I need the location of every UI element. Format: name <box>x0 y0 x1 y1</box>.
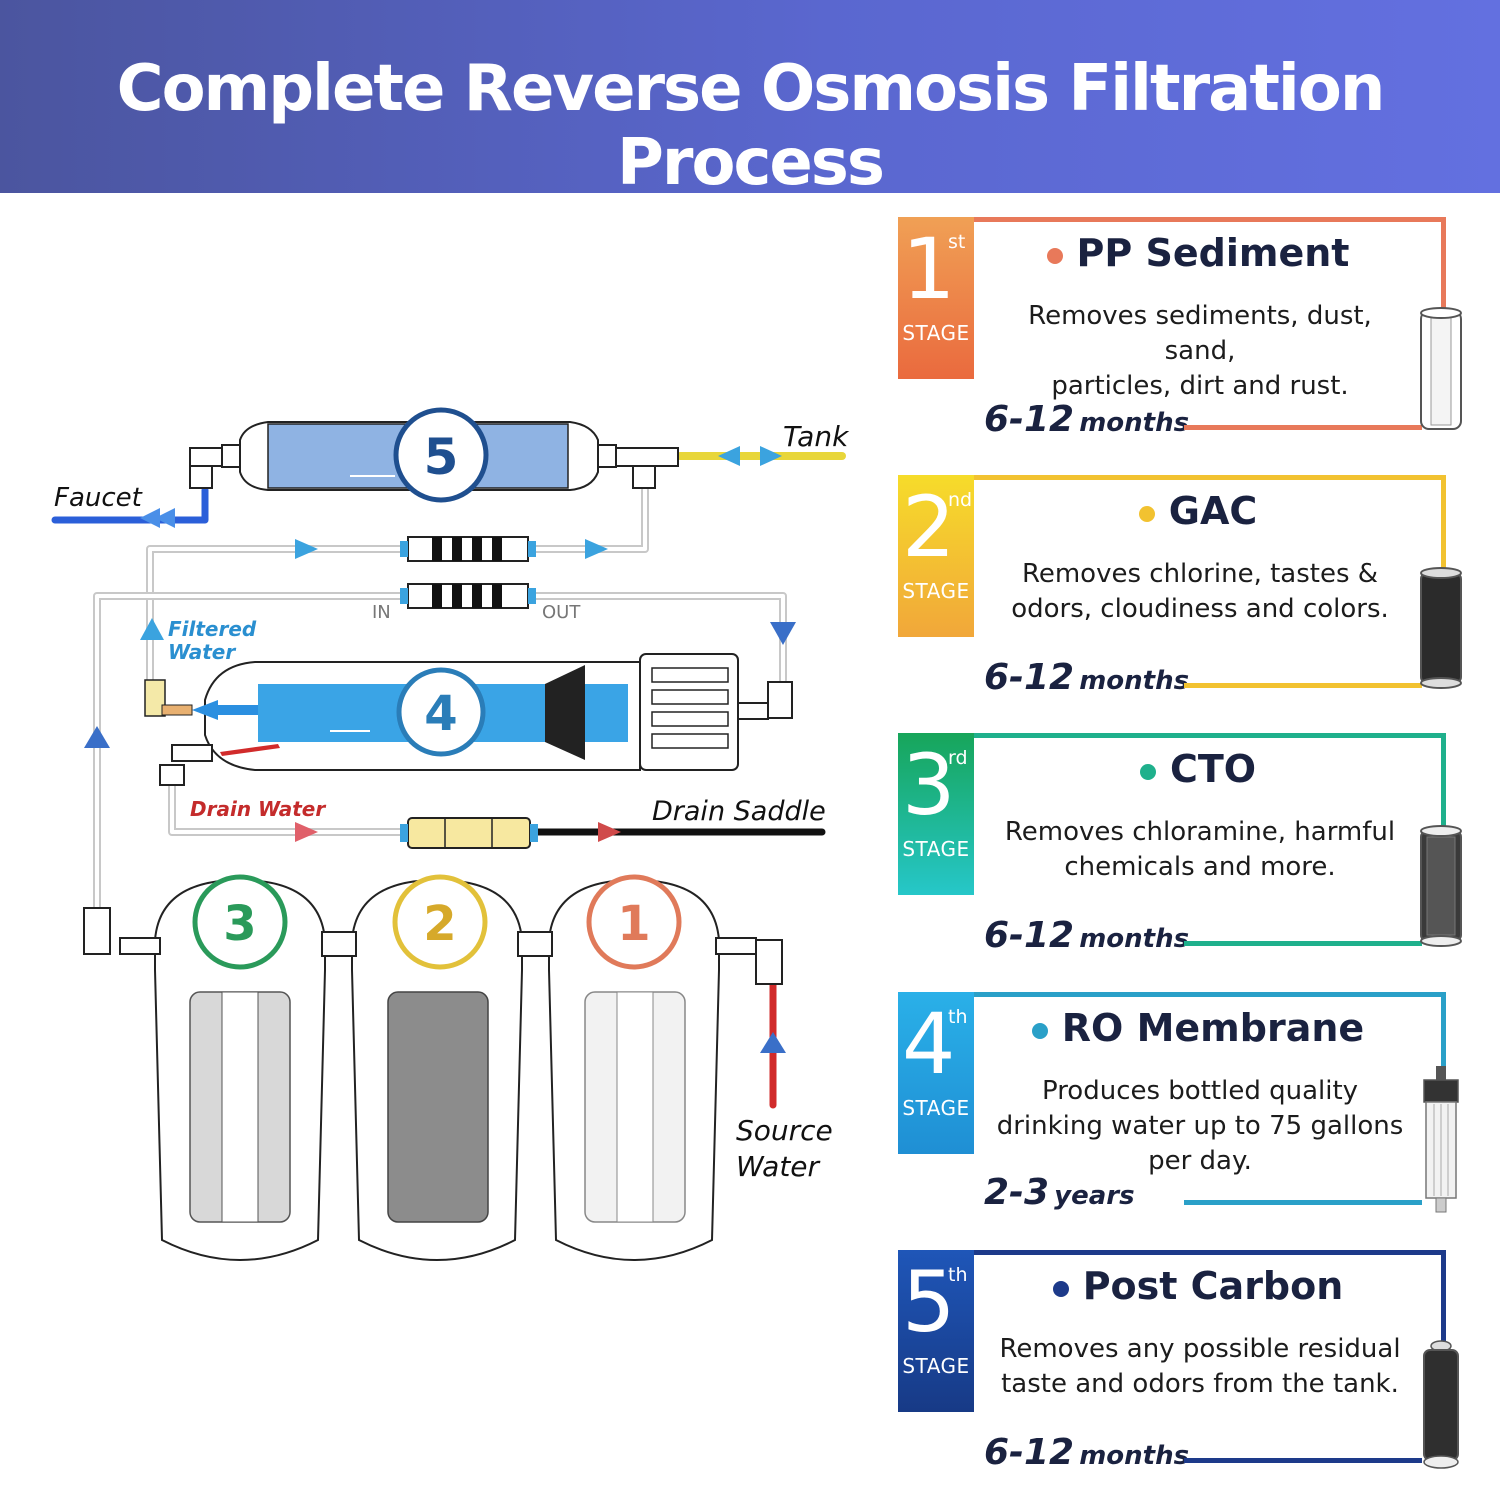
stage-2-badge-number: 2 <box>902 478 956 576</box>
bullet-dot-icon <box>1139 763 1156 780</box>
stage-3-badge-suffix: rd <box>948 747 968 769</box>
stage-4-title: RO Membrane <box>978 1006 1418 1050</box>
stage-5-underline <box>1184 1458 1422 1463</box>
in-label: IN <box>372 602 391 623</box>
stage-4-badge-suffix: th <box>948 1006 968 1028</box>
canister-1 <box>548 878 720 1261</box>
canister-connectors <box>83 907 783 985</box>
ro-membrane-cartridge-icon <box>1423 1066 1459 1213</box>
flow-restrictor <box>400 536 536 609</box>
stage-4-lifespan: 2-3 years <box>984 1172 1135 1213</box>
stage-4-circle: 4 <box>396 667 486 757</box>
stage-card-3: 3 rd STAGE CTO Removes chloramine, harmf… <box>898 733 1462 963</box>
stage-card-4: 4 th STAGE RO Membrane Produces bottled … <box>898 992 1459 1222</box>
stage-3-badge: 3 rd STAGE <box>898 733 974 895</box>
stage-number-circles: 5 4 3 2 1 <box>192 407 682 970</box>
stage-3-badge-number: 3 <box>902 736 956 834</box>
filtered-water-label-line2: Water <box>168 640 236 664</box>
stage-2-lifespan: 6-12 months <box>984 657 1190 698</box>
stage-4-underline <box>1184 1200 1422 1205</box>
canister-2 <box>351 878 523 1261</box>
drain-water-label: Drain Water <box>190 797 326 821</box>
filtered-water-label-line1: Filtered <box>168 617 257 641</box>
stage-2-badge: 2 nd STAGE <box>898 475 974 637</box>
stage-1-title: PP Sediment <box>978 231 1418 275</box>
stage-card-5: 5 th STAGE Post Carbon Removes any possi… <box>898 1250 1459 1480</box>
stage-4-badge-label: STAGE <box>902 1096 970 1120</box>
gac-carbon-cartridge-icon <box>1420 567 1462 689</box>
stage-3-number: 3 <box>223 896 256 952</box>
bullet-dot-icon <box>1031 1022 1048 1039</box>
stage-5-circle: 5 <box>393 407 489 503</box>
ro-system-diagram: 5 4 3 2 1 Tank Faucet Filtered Water IN … <box>51 407 850 1261</box>
stage-3-underline <box>1184 941 1422 946</box>
stage-5-badge: 5 th STAGE <box>898 1250 974 1412</box>
stage-4-number: 4 <box>424 686 457 742</box>
canister-3 <box>154 878 326 1261</box>
bullet-dot-icon <box>1138 505 1155 522</box>
stage-5-badge-label: STAGE <box>902 1354 970 1378</box>
stage-3-title: CTO <box>978 747 1418 791</box>
source-water-label-line2: Water <box>736 1150 821 1183</box>
bullet-dot-icon <box>1046 247 1063 264</box>
stage-1-badge-label: STAGE <box>902 321 970 345</box>
stage-1-badge-number: 1 <box>902 220 956 318</box>
faucet-label: Faucet <box>54 483 143 513</box>
out-label: OUT <box>542 602 581 623</box>
stage-2-number: 2 <box>423 896 456 952</box>
header-banner: Complete Reverse Osmosis Filtration Proc… <box>0 0 1500 200</box>
drain-flow-restrictor <box>400 817 538 849</box>
stage-2-underline <box>1184 683 1422 688</box>
stage-2-circle: 2 <box>392 874 488 970</box>
stage-3-circle: 3 <box>192 874 288 970</box>
stage-1-lifespan: 6-12 months <box>984 399 1190 440</box>
stage-1-badge: 1 st STAGE <box>898 217 974 379</box>
stage-2-badge-suffix: nd <box>948 489 973 511</box>
stage-5-lifespan: 6-12 months <box>984 1432 1190 1473</box>
stage-2-title: GAC <box>978 489 1418 533</box>
stage-card-1: 1 st STAGE PP Sediment Removes sediments… <box>898 217 1462 447</box>
stage-1-description: Removes sediments, dust, sand,particles,… <box>1028 301 1372 401</box>
stage-1-badge-suffix: st <box>948 231 966 253</box>
post-carbon-cartridge-icon <box>1423 1340 1459 1469</box>
stage-5-number: 5 <box>424 428 459 486</box>
stage-4-badge: 4 th STAGE <box>898 992 974 1154</box>
stage-1-number: 1 <box>617 896 650 952</box>
stage-2-badge-label: STAGE <box>902 579 970 603</box>
stage-3-lifespan: 6-12 months <box>984 915 1190 956</box>
stage-3-badge-label: STAGE <box>902 837 970 861</box>
stage-4-badge-number: 4 <box>902 995 956 1093</box>
page-title: Complete Reverse Osmosis Filtration Proc… <box>116 52 1386 200</box>
stage-card-2: 2 nd STAGE GAC Removes chlorine, tastes … <box>898 475 1462 705</box>
stage-5-badge-suffix: th <box>948 1264 968 1286</box>
bullet-dot-icon <box>1052 1280 1069 1297</box>
stage-2-description: Removes chlorine, tastes &odors, cloudin… <box>1011 559 1389 624</box>
drain-saddle-label: Drain Saddle <box>652 796 826 827</box>
stage-1-circle: 1 <box>586 874 682 970</box>
flow-arrows <box>84 446 796 1053</box>
sediment-cartridge-icon <box>1420 307 1462 430</box>
stage-1-underline <box>1184 425 1422 430</box>
stage-5-title: Post Carbon <box>978 1264 1418 1308</box>
source-water-label-line1: Source <box>736 1114 833 1147</box>
tank-label: Tank <box>783 420 850 453</box>
stage-5-badge-number: 5 <box>902 1253 956 1351</box>
cto-cartridge-icon <box>1420 825 1462 947</box>
